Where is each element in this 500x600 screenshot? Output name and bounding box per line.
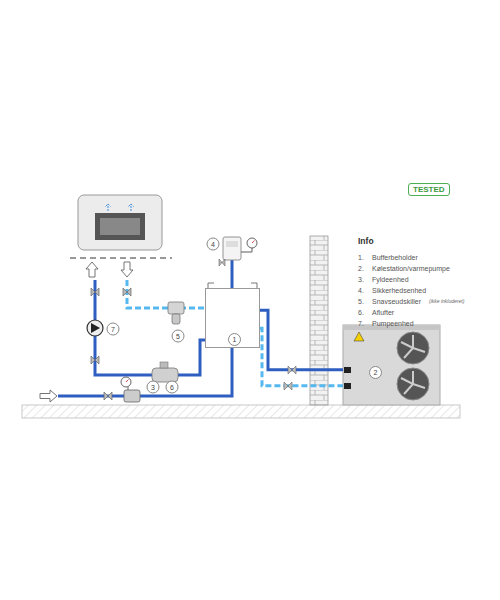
callout-number: 7: [107, 323, 120, 336]
heat-pump-unit: [343, 325, 440, 405]
ball-valves: [91, 288, 131, 400]
callout-number: 1: [228, 333, 241, 346]
callout-number: 6: [166, 381, 179, 394]
inlet-arrow: [40, 390, 57, 402]
legend-list-item: Sikkerhedsenhed: [372, 287, 426, 294]
legend-list-item: Fyldeenhed: [372, 276, 409, 283]
air-vent: [152, 362, 178, 382]
legend-list-item: Pumpeenhed: [372, 320, 414, 327]
legend-list-item: 7.: [358, 320, 364, 327]
legend-list-item: 1.: [358, 254, 364, 261]
legend-list-item: Kølestation/varmepumpe: [372, 265, 450, 272]
legend-list-item: 6.: [358, 309, 364, 316]
supply-pipe: [95, 280, 205, 375]
buffer-tank: 1: [205, 288, 260, 348]
floor: [22, 405, 460, 418]
pipe-connector: [260, 328, 343, 386]
heat-pump: 2: [343, 325, 440, 405]
legend-list-item: Snavseudskiller: [372, 298, 421, 305]
callout-number: 4: [207, 238, 220, 251]
flow-arrow-down: [121, 262, 133, 277]
tested-badge: TESTED: [408, 183, 450, 196]
badge-text: TESTED: [413, 185, 445, 194]
legend-list-item: 3.: [358, 276, 364, 283]
filling-unit: [121, 377, 140, 402]
legend-list-item: Bufferbeholder: [372, 254, 418, 261]
pump-symbol: [87, 320, 103, 336]
pipe-connector: [260, 310, 343, 370]
callout-number: 3: [147, 381, 160, 394]
info-heading: Info: [358, 236, 374, 246]
dirt-separator: [168, 302, 184, 324]
fan-coil-unit: [78, 195, 162, 250]
brick-wall: [310, 236, 328, 405]
callout-number: 2: [369, 366, 382, 379]
dashed-divider: [70, 258, 172, 259]
legend-list-item: Aflufter: [372, 309, 394, 316]
list-note: (ikke inkluderet): [429, 298, 464, 304]
legend-list-item: 2.: [358, 265, 364, 272]
legend-list-item: 5.: [358, 298, 364, 305]
legend-list-item: 4.: [358, 287, 364, 294]
flow-arrow-up: [86, 262, 98, 277]
return-pipe: [127, 280, 205, 308]
safety-group: [219, 237, 257, 288]
fill-pipe: [58, 348, 232, 396]
callout-number: 5: [172, 330, 185, 343]
